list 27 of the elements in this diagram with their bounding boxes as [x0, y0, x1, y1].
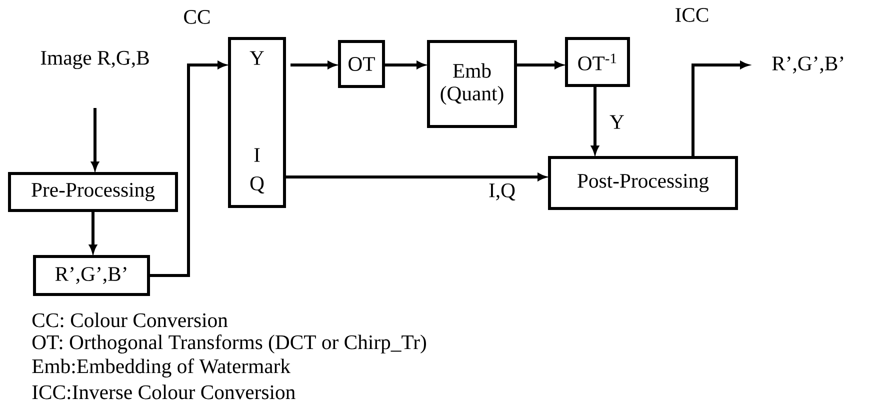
edge-label: I,Q	[487, 182, 517, 202]
process-box: OT$^{-1}$	[565, 37, 630, 87]
box-text: Y	[250, 51, 264, 65]
arrow	[516, 61, 563, 69]
note-text: ICC:Inverse Colour Conversion	[32, 384, 296, 400]
arrow	[284, 173, 546, 181]
heading: CC	[184, 10, 210, 24]
edge-label: Y	[608, 114, 626, 130]
box-text: Q	[250, 176, 264, 194]
stage-label: ICC	[676, 8, 708, 22]
arrow	[89, 210, 97, 253]
arrow	[148, 61, 226, 277]
note-text: Emb:Embedding of Watermark	[32, 358, 291, 378]
process-box: Emb (Quant)	[427, 40, 517, 128]
process-box: R’,G’,B’	[33, 254, 150, 296]
note-text: OT: Orthogonal Transforms (DCT or Chirp_Tr)	[32, 334, 426, 354]
output-label: R’,G’,B’	[772, 56, 844, 74]
arrow	[591, 86, 599, 154]
arrow	[384, 61, 425, 69]
process-box: OT	[338, 40, 385, 88]
box-text: I	[254, 148, 260, 162]
input-label: Image R,G,B	[40, 50, 149, 70]
arrow	[290, 61, 336, 69]
arrow	[91, 108, 99, 170]
process-box: Post-Processing	[548, 156, 738, 210]
process-box: Pre-Processing	[8, 172, 178, 212]
process-box	[228, 37, 286, 208]
